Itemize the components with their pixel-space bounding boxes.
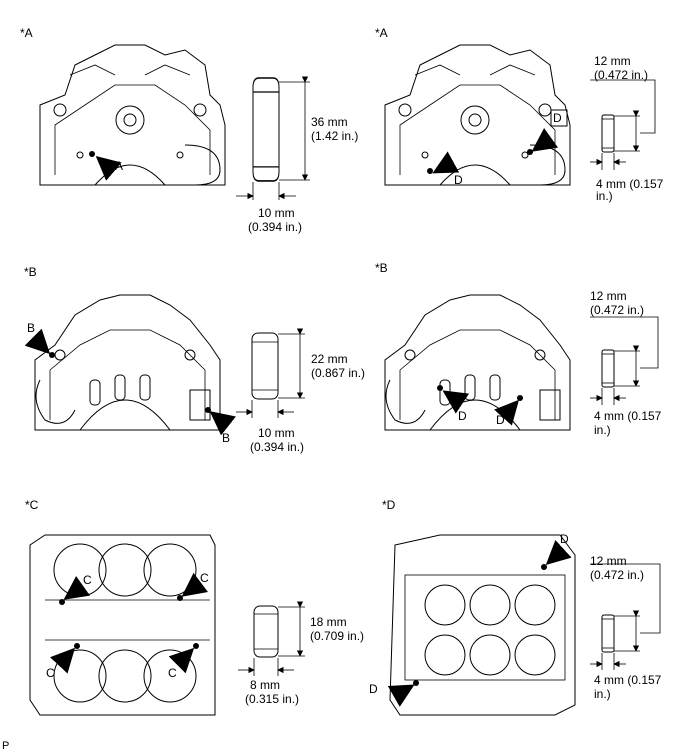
dowel-pin-22mm — [236, 328, 305, 418]
dim-dia-in: (0.394 in.) — [248, 220, 303, 234]
dim-dia-mm: 8 mm — [250, 678, 280, 692]
engine-bottom-view-d — [387, 534, 576, 716]
callout-label: A — [115, 159, 124, 173]
dowel-pin-12mm-a — [590, 79, 656, 170]
dim-length-in: (1.42 in.) — [311, 129, 359, 143]
dim-length-mm: 36 mm — [311, 115, 348, 129]
dim-length-in: (0.472 in.) — [590, 568, 645, 582]
engine-rear-view-b1 — [24, 294, 236, 436]
dowel-pin-18mm — [238, 601, 305, 676]
dim-dia-mm: 10 mm — [258, 426, 295, 440]
callout-label: C — [83, 573, 92, 587]
panel-tag-b1: *B — [24, 265, 37, 279]
dim-dia-in: (0.394 in.) — [250, 440, 305, 454]
dim-dia-in: (0.315 in.) — [245, 692, 300, 706]
engine-top-view-c — [29, 534, 216, 716]
callout-label: B — [27, 321, 36, 335]
dowel-pin-36mm — [236, 76, 310, 200]
callout-label: D — [560, 532, 569, 546]
dim-dia-in: in.) — [594, 423, 611, 437]
dim-length-mm: 12 mm — [590, 554, 627, 568]
engine-front-view-a2 — [384, 44, 571, 186]
callout-label: C — [200, 571, 209, 585]
callout-label: D — [369, 682, 378, 696]
callout-label: D — [553, 111, 562, 125]
dowel-pin-12mm-d — [590, 563, 661, 670]
dowel-pin-12mm-b — [590, 316, 659, 405]
dim-length-mm: 12 mm — [590, 289, 627, 303]
dim-length-in: (0.867 in.) — [311, 366, 366, 380]
dim-length-mm: 18 mm — [310, 615, 347, 629]
figure-code: P — [2, 740, 10, 752]
dim-dia-mm: 4 mm (0.157 — [594, 409, 662, 423]
panel-tag-a1: *A — [20, 26, 33, 40]
callout-label: D — [454, 173, 463, 187]
engine-rear-view-b2 — [384, 294, 571, 431]
panel-tag-c: *C — [25, 498, 39, 512]
dim-length-in: (0.472 in.) — [594, 68, 649, 82]
panel-tag-d: *D — [382, 498, 396, 512]
dim-length-in: (0.709 in.) — [310, 629, 365, 643]
dim-dia-mm: 4 mm (0.157 — [596, 177, 664, 191]
dim-dia-in: in.) — [596, 189, 613, 203]
engine-front-view-a1 — [39, 44, 226, 186]
callout-label: D — [458, 409, 467, 423]
dim-dia-mm: 4 mm (0.157 — [594, 673, 662, 687]
panel-tag-b2: *B — [375, 261, 388, 275]
callout-label: C — [46, 666, 55, 680]
dim-length-in: (0.472 in.) — [590, 303, 645, 317]
dim-dia-mm: 10 mm — [258, 206, 295, 220]
dim-dia-in: in.) — [594, 687, 611, 701]
callout-label: B — [222, 431, 231, 445]
callout-label: D — [496, 413, 505, 427]
panel-tag-a2: *A — [375, 26, 388, 40]
dim-length-mm: 22 mm — [311, 352, 348, 366]
dim-length-mm: 12 mm — [594, 54, 631, 68]
callout-label: C — [168, 666, 177, 680]
